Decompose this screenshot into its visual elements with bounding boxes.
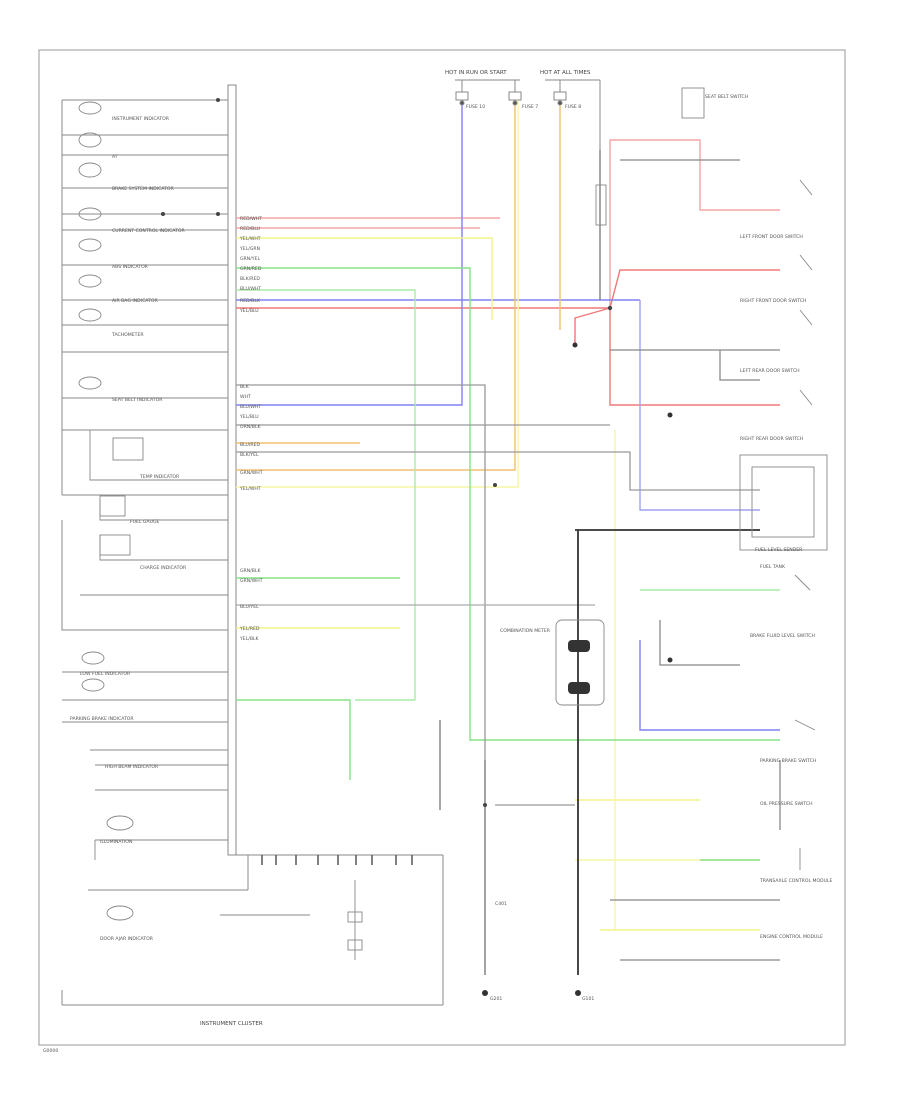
fuse-label: FUSE 8: [565, 104, 581, 110]
wire-label: ORN/BLK: [240, 424, 262, 430]
right-component-labels: SEAT BELT SWITCH LEFT FRONT DOOR SWITCH …: [490, 94, 833, 1002]
right-front-door-label: RIGHT FRONT DOOR SWITCH: [740, 298, 806, 304]
wire-label: YEL/WHT: [239, 236, 261, 242]
wire-label: BLK/RED: [240, 276, 260, 282]
ground-label: G101: [582, 996, 594, 1002]
right-rear-door-label: RIGHT REAR DOOR SWITCH: [740, 436, 803, 442]
indicator-label: LOW FUEL INDICATOR: [80, 671, 131, 677]
right-components: [555, 87, 828, 870]
splice-dots: [161, 98, 613, 807]
fuse-label: FUSE 7: [522, 104, 538, 110]
hot-at-all-times-label: HOT AT ALL TIMES: [540, 70, 591, 76]
wire-label: RED/BLU: [240, 226, 260, 232]
indicator-label: AT: [112, 154, 118, 160]
wire-label: RED/WHT: [240, 216, 262, 222]
wire-label: BLU/WHT: [240, 286, 261, 292]
wire-label: YEL/BLU: [239, 308, 259, 314]
cluster-pin-ticks: [261, 855, 413, 865]
ground-symbols: [482, 342, 673, 996]
cluster-footer-label: INSTRUMENT CLUSTER: [200, 1021, 263, 1027]
left-indicator-group: [62, 101, 228, 921]
tcm-label: TRANSAXLE CONTROL MODULE: [759, 878, 833, 884]
wire-labels-top: RED/WHT RED/BLU YEL/WHT YEL/GRN GRN/YEL …: [239, 216, 262, 314]
fuse-symbols: [455, 79, 601, 150]
wire-label: BLU/RED: [240, 442, 260, 448]
diagram-frame: [38, 49, 846, 1046]
wire-label: YEL/WHT: [239, 486, 261, 492]
indicator-label: ABS INDICATOR: [112, 264, 149, 270]
indicator-label: SEAT BELT INDICATOR: [112, 397, 163, 403]
wire-label: BLK/YEL: [240, 452, 259, 458]
combination-meter-label: COMBINATION METER: [500, 628, 551, 634]
left-rear-door-label: LEFT REAR DOOR SWITCH: [740, 368, 800, 374]
wire-label: BLU/WHT: [240, 404, 261, 410]
wire-label: BLK: [240, 384, 250, 390]
wire-label: RED/BLK: [240, 298, 261, 304]
indicator-label: HIGH BEAM INDICATOR: [105, 764, 159, 770]
brake-fluid-switch-label: BRAKE FLUID LEVEL SWITCH: [750, 633, 815, 639]
connector-label: C401: [495, 901, 507, 907]
wire-labels-mid: BLK WHT BLU/WHT YEL/BLU ORN/BLK BLU/RED …: [239, 384, 263, 492]
parking-brake-switch-label: PARKING BRAKE SWITCH: [760, 758, 816, 764]
ecm-label: ENGINE CONTROL MODULE: [760, 934, 823, 940]
wire-label: GRN/WHT: [240, 470, 263, 476]
wire-label: YEL/BLK: [239, 636, 260, 642]
wire-label: GRN/WHT: [240, 578, 263, 584]
fuse-labels: HOT IN RUN OR START HOT AT ALL TIMES FUS…: [445, 70, 591, 110]
left-front-door-label: LEFT FRONT DOOR SWITCH: [740, 234, 803, 240]
indicator-label: DOOR AJAR INDICATOR: [100, 936, 154, 942]
indicator-label: INSTRUMENT INDICATOR: [112, 116, 170, 122]
indicator-label: PARKING BRAKE INDICATOR: [70, 716, 134, 722]
indicator-label: AIR BAG INDICATOR: [112, 298, 158, 304]
wire-label: GRN/RED: [240, 266, 262, 272]
green-wires: [236, 267, 780, 861]
left-switch-symbols: [99, 437, 363, 960]
fuel-tank-label: FUEL TANK: [760, 564, 786, 570]
connector-blocks: [568, 640, 590, 694]
wire-label: WHT: [240, 394, 251, 400]
wire-label: BLU/YEL: [240, 604, 259, 610]
wire-label: GRN/YEL: [240, 256, 260, 262]
fuel-sender-label: FUEL LEVEL SENDER: [755, 547, 803, 553]
fuse-label: FUSE 10: [466, 104, 485, 110]
page-code: G0000: [43, 1048, 58, 1054]
indicator-label: TEMP INDICATOR: [139, 474, 180, 480]
left-indicator-labels: INSTRUMENT INDICATOR AT BRAKE SYSTEM IND…: [70, 116, 187, 942]
indicator-label: FUEL GAUGE: [130, 519, 160, 525]
indicator-label: CURRENT CONTROL INDICATOR: [112, 228, 186, 234]
orange-wires: [236, 100, 561, 471]
wire-label: YEL/BLU: [239, 414, 259, 420]
indicator-label: TACHOMETER: [111, 332, 144, 338]
seat-belt-switch-label: SEAT BELT SWITCH: [705, 94, 748, 100]
ground-label: G201: [490, 996, 502, 1002]
dark-wires: [236, 150, 781, 975]
indicator-label: CHARGE INDICATOR: [140, 565, 187, 571]
blue-wires: [236, 100, 780, 731]
hot-in-run-label: HOT IN RUN OR START: [445, 70, 507, 76]
red-wires: [236, 139, 780, 406]
wire-label: YEL/RED: [239, 626, 260, 632]
wire-labels-low: GRN/BLK GRN/WHT BLU/YEL YEL/RED YEL/BLK: [239, 568, 263, 642]
indicator-label: ILLUMINATION: [100, 839, 132, 845]
indicator-label: BRAKE SYSTEM INDICATOR: [112, 186, 175, 192]
oil-pressure-switch-label: OIL PRESSURE SWITCH: [760, 801, 813, 807]
instrument-cluster-outline: [61, 84, 444, 1006]
wire-label: YEL/GRN: [239, 246, 260, 252]
wire-label: GRN/BLK: [240, 568, 261, 574]
